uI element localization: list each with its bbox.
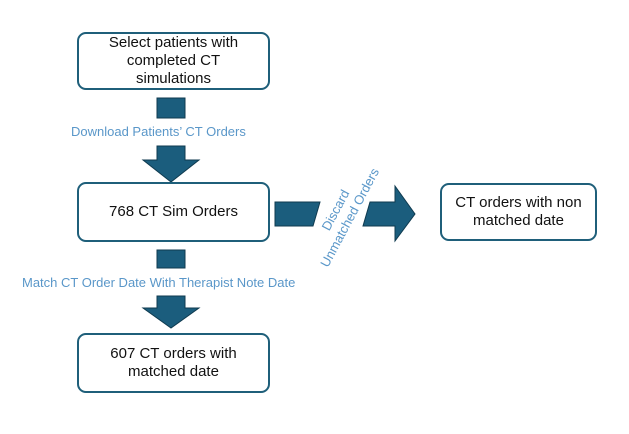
- node-non-matched-line2: matched date: [473, 212, 564, 229]
- node-select-patients: Select patients with completed CT simula…: [77, 32, 270, 90]
- node-matched-line2: matched date: [128, 363, 219, 380]
- match-arrow-head: [141, 295, 201, 329]
- node-sim-orders: 768 CT Sim Orders: [77, 182, 270, 242]
- node-matched: 607 CT orders with matched date: [77, 333, 270, 393]
- discard-arrow-head: [362, 184, 416, 243]
- edge-label-download: Download Patients’ CT Orders: [69, 124, 248, 139]
- node-non-matched: CT orders with non matched date: [440, 183, 597, 241]
- node-non-matched-line1: CT orders with non: [455, 194, 582, 211]
- node-select-patients-line3: simulations: [135, 70, 212, 87]
- node-select-patients-line2: completed CT: [126, 52, 221, 69]
- node-sim-orders-text: 768 CT Sim Orders: [109, 203, 238, 220]
- match-arrow-shaft: [156, 249, 186, 269]
- discard-arrow-shaft: [274, 201, 321, 227]
- node-select-patients-line1: Select patients with: [108, 34, 239, 51]
- edge-label-match: Match CT Order Date With Therapist Note …: [20, 275, 298, 290]
- download-arrow-head: [141, 145, 201, 183]
- node-matched-line1: 607 CT orders with: [110, 345, 237, 362]
- download-arrow-shaft: [156, 97, 186, 119]
